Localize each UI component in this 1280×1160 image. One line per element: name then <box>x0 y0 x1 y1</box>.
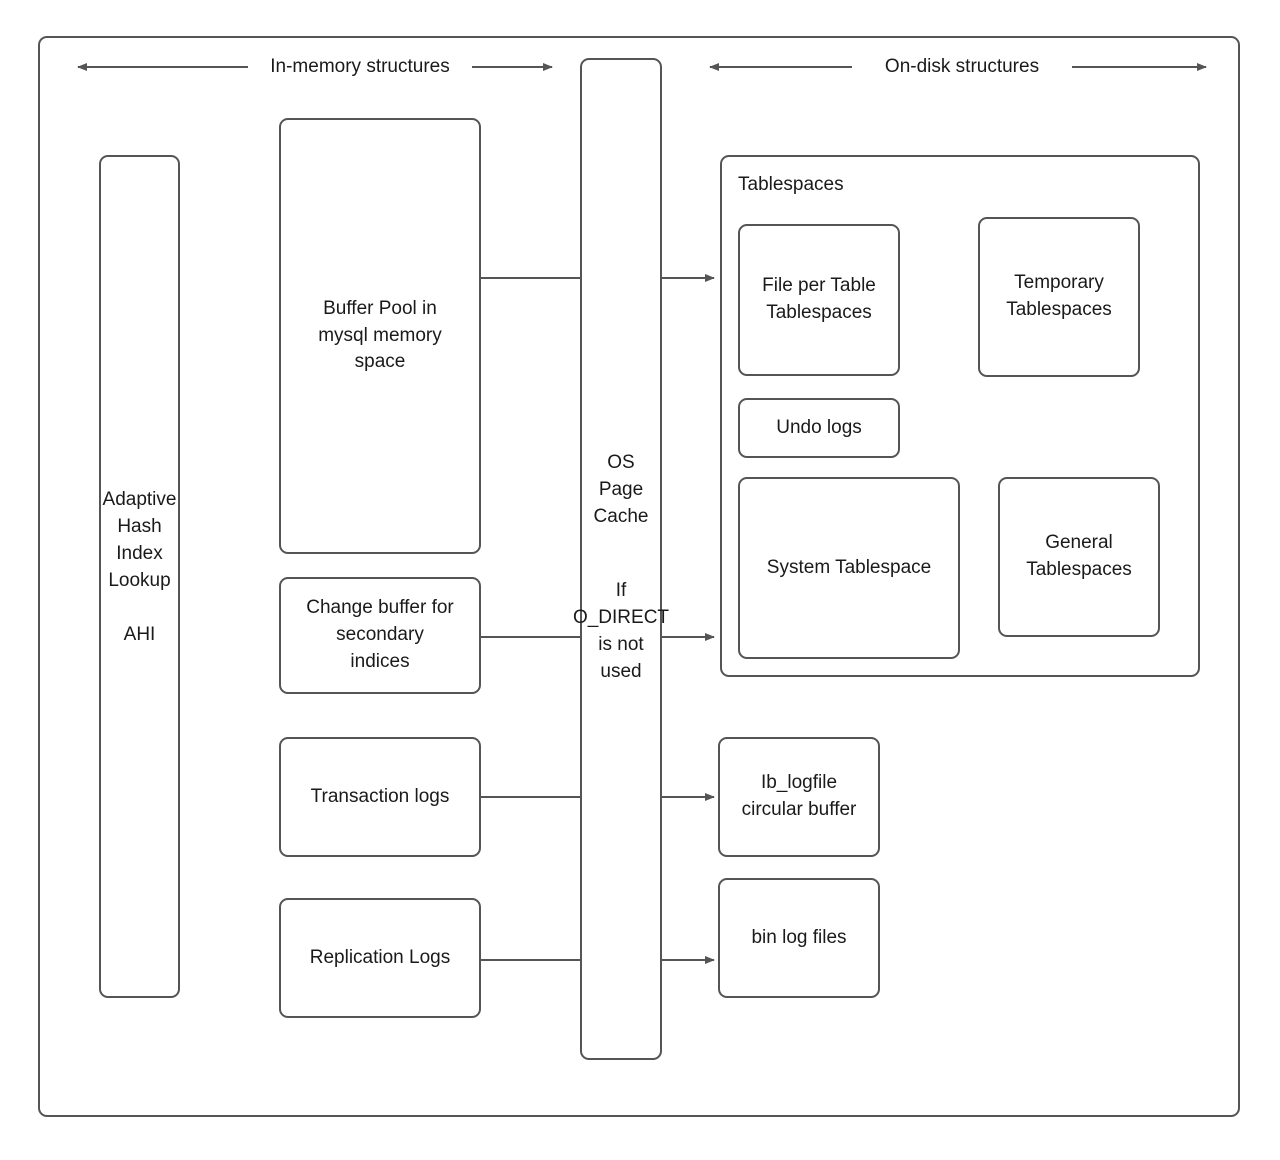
tablespaces-container[interactable] <box>720 155 1200 677</box>
band-on-disk: On-disk structures <box>852 50 1072 84</box>
tablespaces-container-label: Tablespaces <box>738 174 844 195</box>
adaptive-hash-index-box[interactable] <box>99 155 180 998</box>
band-in-memory-label: In-memory structures <box>270 56 450 77</box>
band-on-disk-label: On-disk structures <box>884 56 1040 77</box>
bin-log-files-box[interactable]: bin log files <box>718 878 880 998</box>
change-buffer-box[interactable]: Change buffer for secondary indices <box>279 577 481 694</box>
transaction-logs-box[interactable]: Transaction logs <box>279 737 481 857</box>
band-in-memory: In-memory structures <box>248 50 472 84</box>
system-tablespace-box[interactable]: System Tablespace <box>738 477 960 659</box>
ib-logfile-box[interactable]: Ib_logfile circular buffer <box>718 737 880 857</box>
temporary-tablespaces-box[interactable]: Temporary Tablespaces <box>978 217 1140 377</box>
undo-logs-box[interactable]: Undo logs <box>738 398 900 458</box>
file-per-table-tablespaces-box[interactable]: File per Table Tablespaces <box>738 224 900 376</box>
os-page-cache-box[interactable] <box>580 58 662 1060</box>
diagram-outer-frame <box>38 36 1240 1117</box>
buffer-pool-box[interactable]: Buffer Pool in mysql memory space <box>279 118 481 554</box>
general-tablespaces-box[interactable]: General Tablespaces <box>998 477 1160 637</box>
replication-logs-box[interactable]: Replication Logs <box>279 898 481 1018</box>
